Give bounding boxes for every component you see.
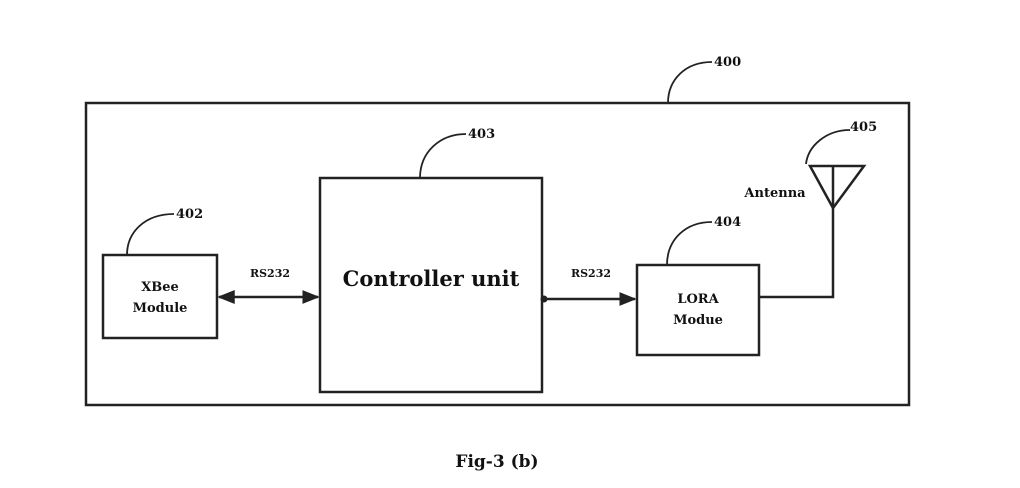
system-ref-number: 400 — [714, 55, 741, 70]
antenna-ref-number: 405 — [850, 120, 877, 135]
lora-leader-line — [666, 221, 713, 266]
xbee-controller-link-label: RS232 — [250, 267, 290, 280]
system-boundary — [84, 101, 911, 407]
xbee-module-block — [101, 253, 219, 340]
lora-ref-number: 404 — [714, 215, 741, 230]
antenna-label: Antenna — [743, 186, 806, 201]
controller-lora-link-label: RS232 — [571, 267, 611, 280]
xbee-module-label-line2: Module — [133, 301, 188, 316]
antenna-leader-line — [805, 129, 851, 165]
antenna-feed-line — [759, 205, 835, 299]
lora-module-label-line1: LORA — [677, 292, 719, 307]
controller-leader-line — [419, 133, 467, 179]
figure-caption: Fig-3 (b) — [455, 452, 538, 472]
controller-unit-label: Controller unit — [343, 266, 520, 291]
xbee-module-label-line1: XBee — [141, 280, 179, 295]
lora-module-label-line2: Modue — [673, 313, 723, 328]
system-leader-line — [667, 61, 713, 104]
xbee-leader-line — [126, 213, 175, 256]
xbee-ref-number: 402 — [176, 207, 203, 222]
controller-unit-block — [318, 176, 544, 394]
lora-module-block — [635, 263, 761, 357]
antenna-icon — [807, 164, 867, 211]
controller-ref-number: 403 — [468, 127, 495, 142]
